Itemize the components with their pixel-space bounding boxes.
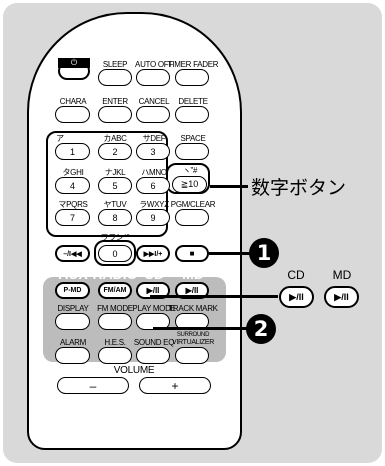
enter-button[interactable]: [98, 106, 132, 123]
timer-fader-label: TIMER FADER: [167, 60, 219, 69]
stop-button[interactable]: ■: [175, 245, 209, 262]
enter-label: ENTER: [102, 97, 128, 106]
side-md-play-pause-button[interactable]: ▶/II: [324, 286, 359, 308]
tuv-label: ヤTUV: [103, 200, 127, 209]
radio-fmam-button[interactable]: FM/AM: [98, 282, 132, 299]
zero-kana-label: ワヲン*°: [100, 233, 130, 242]
md-play-pause-button[interactable]: ▶/II: [175, 282, 209, 299]
key-ge10[interactable]: ≧10: [172, 176, 207, 193]
virtualizer-label: VIRTUALIZER: [171, 339, 215, 346]
cd-md-callout-line: [150, 295, 278, 298]
step2-marker: 2: [246, 314, 276, 344]
alarm-label: ALARM: [59, 338, 87, 347]
display-label: DISPLAY: [57, 304, 89, 313]
hes-label: H.E.S.: [104, 338, 126, 347]
space-button[interactable]: [175, 143, 209, 160]
timer-fader-button[interactable]: [175, 69, 209, 86]
symbol-label: ヽ"#: [182, 166, 198, 175]
cd-label: CD: [143, 266, 165, 282]
track-mark-label: TRACK MARK: [168, 304, 218, 313]
key-2[interactable]: 2: [98, 143, 132, 160]
delete-label: DELETE: [178, 97, 208, 106]
zero-key-outline: [94, 240, 136, 266]
def-label: サDEF: [142, 134, 166, 143]
sound-eq-label: SOUND EQ: [133, 338, 175, 347]
volume-minus-button[interactable]: –: [57, 377, 129, 394]
step1-callout-line: [209, 252, 253, 255]
key-9[interactable]: 9: [136, 209, 170, 226]
key-0[interactable]: 0: [98, 245, 132, 262]
md-label: MD: [182, 266, 204, 282]
hes-button[interactable]: [98, 347, 132, 364]
key-1[interactable]: 1: [55, 143, 90, 160]
keypad-callout-line: [210, 185, 248, 188]
keypad-callout-label: 数字ボタン: [251, 177, 347, 199]
surround-label: SURROUND: [176, 332, 210, 338]
key-6[interactable]: 6: [136, 177, 170, 194]
virtualizer-button[interactable]: [175, 347, 209, 364]
auto-off-button[interactable]: [136, 69, 170, 86]
cd-play-pause-button[interactable]: ▶/II: [136, 282, 170, 299]
mno-label: ハMNO: [141, 168, 167, 177]
key-5[interactable]: 5: [98, 177, 132, 194]
fm-mode-label: FM MODE: [97, 304, 133, 313]
sleep-label: SLEEP: [102, 60, 128, 69]
fm-mode-button[interactable]: [98, 313, 132, 330]
space-label: SPACE: [180, 134, 206, 143]
chara-button[interactable]: [55, 106, 90, 123]
cancel-button[interactable]: [136, 106, 170, 123]
key-7[interactable]: 7: [55, 209, 90, 226]
next-triangle-icon: ▲: [150, 238, 158, 247]
sound-eq-button[interactable]: [136, 347, 170, 364]
power-icon: ⏻: [58, 58, 90, 68]
auto-off-label: AUTO OFF: [135, 60, 173, 69]
kana-a-label: ア: [56, 134, 64, 143]
side-md-label: MD: [332, 268, 352, 282]
chara-label: CHARA: [59, 97, 87, 106]
sleep-button[interactable]: [98, 69, 132, 86]
display-button[interactable]: [55, 313, 90, 330]
aux-label: AUX: [58, 266, 88, 282]
jkl-label: ナJKL: [104, 168, 126, 177]
aux-pmd-button[interactable]: P-MD: [55, 282, 90, 299]
pqrs-label: マPQRS: [58, 200, 88, 209]
next-plus-button[interactable]: ▶▶I/+: [136, 245, 170, 262]
step1-marker: 1: [249, 238, 279, 268]
key-4[interactable]: 4: [55, 177, 90, 194]
ghi-label: タGHI: [62, 168, 84, 177]
wxyz-label: ラWXYZ: [139, 200, 169, 209]
prev-minus-button[interactable]: –/I◀◀: [55, 245, 90, 262]
step2-callout-line: [153, 327, 249, 330]
cancel-label: CANCEL: [138, 97, 170, 106]
pgm-clear-label: PGM/CLEAR: [170, 200, 216, 209]
side-cd-label: CD: [287, 268, 305, 282]
radio-label: RADIO: [92, 266, 138, 282]
key-8[interactable]: 8: [98, 209, 132, 226]
pgm-clear-button[interactable]: [175, 209, 209, 226]
key-3[interactable]: 3: [136, 143, 170, 160]
delete-button[interactable]: [175, 106, 209, 123]
side-cd-play-pause-button[interactable]: ▶/II: [279, 286, 314, 308]
abc-label: カABC: [103, 134, 127, 143]
volume-label: VOLUME: [113, 365, 155, 376]
prev-triangle-icon: ▲: [69, 238, 77, 247]
volume-plus-button[interactable]: +: [139, 377, 211, 394]
alarm-button[interactable]: [55, 347, 90, 364]
play-mode-label: PLAY MODE: [132, 304, 176, 313]
